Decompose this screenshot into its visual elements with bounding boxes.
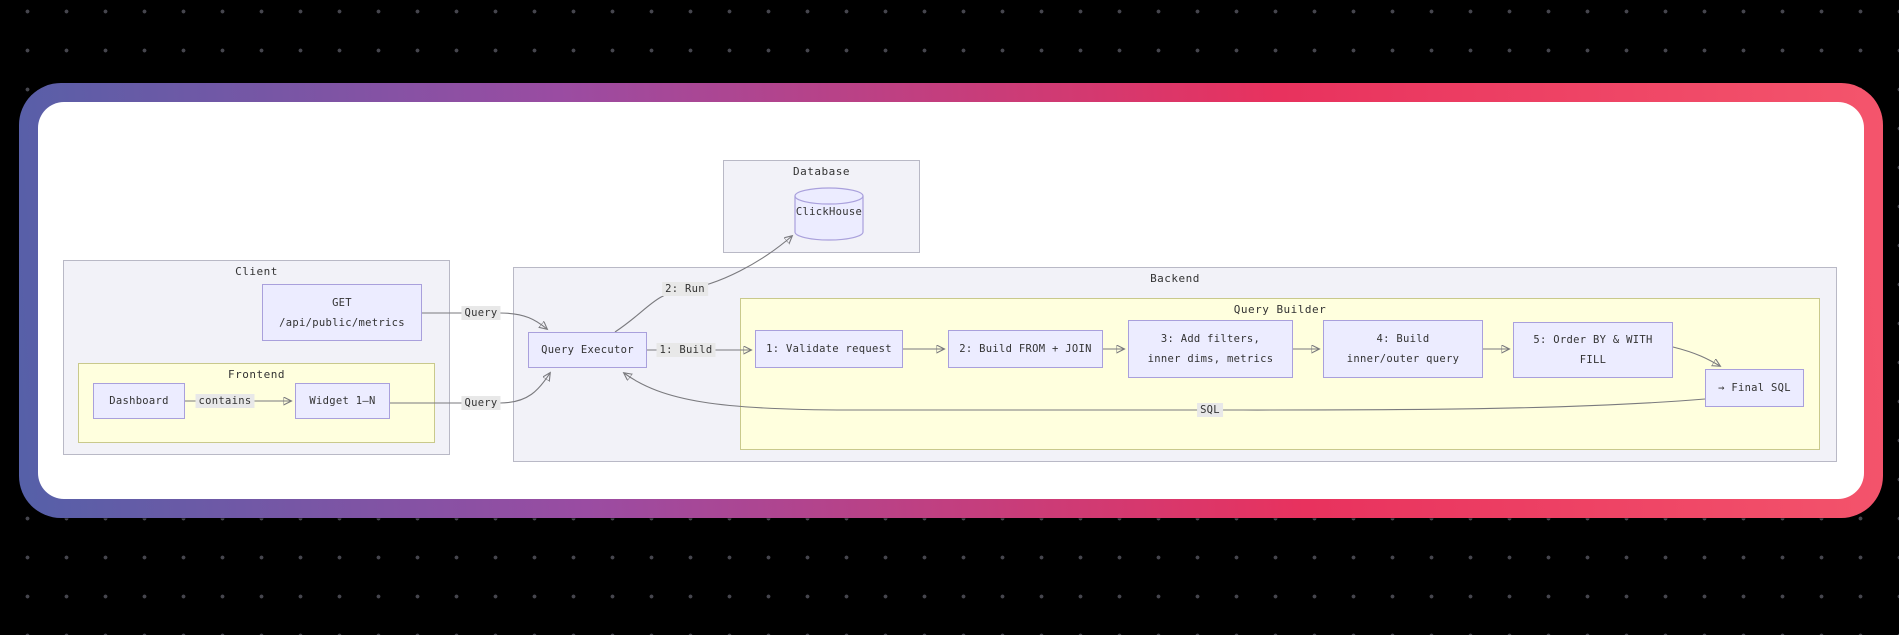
- node-step1-label: 1: Validate request: [766, 343, 892, 355]
- node-step5-line2: FILL: [1579, 354, 1607, 366]
- node-get-api-line1: GET: [332, 296, 352, 309]
- cluster-client-title: Client: [235, 265, 278, 278]
- node-clickhouse: ClickHouse: [793, 186, 865, 242]
- node-widget: Widget 1–N: [295, 383, 390, 419]
- edge-label-run: 2: Run: [662, 282, 708, 296]
- node-step4-build-inner-outer: 4: Build inner/outer query: [1323, 320, 1483, 378]
- node-dashboard-label: Dashboard: [109, 395, 169, 407]
- edge-label-contains: contains: [195, 394, 255, 408]
- node-final-sql: → Final SQL: [1705, 369, 1804, 407]
- node-query-executor-label: Query Executor: [541, 344, 634, 356]
- node-step4-line2: inner/outer query: [1346, 353, 1460, 365]
- node-clickhouse-label: ClickHouse: [795, 206, 863, 218]
- edge-label-query-widget: Query: [461, 396, 501, 410]
- cluster-database-title: Database: [793, 165, 850, 178]
- node-widget-label: Widget 1–N: [309, 395, 376, 407]
- node-step5-order-by-with-fill: 5: Order BY & WITH FILL: [1513, 322, 1673, 378]
- database-cylinder-icon: [794, 187, 864, 241]
- node-dashboard: Dashboard: [93, 383, 185, 419]
- node-step3-line2: inner dims, metrics: [1147, 353, 1274, 365]
- node-get-api: GET /api/public/metrics: [262, 284, 422, 341]
- node-step4-line1: 4: Build: [1376, 333, 1430, 345]
- node-get-api-line2: /api/public/metrics: [279, 316, 405, 329]
- cluster-backend-title: Backend: [1150, 272, 1200, 285]
- node-final-sql-label: → Final SQL: [1718, 382, 1791, 394]
- edge-label-query-get: Query: [461, 306, 501, 320]
- edge-label-build: 1: Build: [656, 343, 716, 357]
- node-step2-build-from-join: 2: Build FROM + JOIN: [948, 330, 1103, 368]
- node-query-executor: Query Executor: [528, 332, 647, 368]
- node-step2-label: 2: Build FROM + JOIN: [959, 343, 1092, 355]
- node-step3-add-filters: 3: Add filters, inner dims, metrics: [1128, 320, 1293, 378]
- edge-label-sql: SQL: [1197, 403, 1223, 417]
- node-step3-line1: 3: Add filters,: [1160, 333, 1261, 345]
- cluster-frontend-title: Frontend: [228, 368, 285, 381]
- node-step5-line1: 5: Order BY & WITH: [1533, 334, 1653, 346]
- cluster-query-builder-title: Query Builder: [1233, 303, 1327, 316]
- node-step1-validate: 1: Validate request: [755, 330, 903, 368]
